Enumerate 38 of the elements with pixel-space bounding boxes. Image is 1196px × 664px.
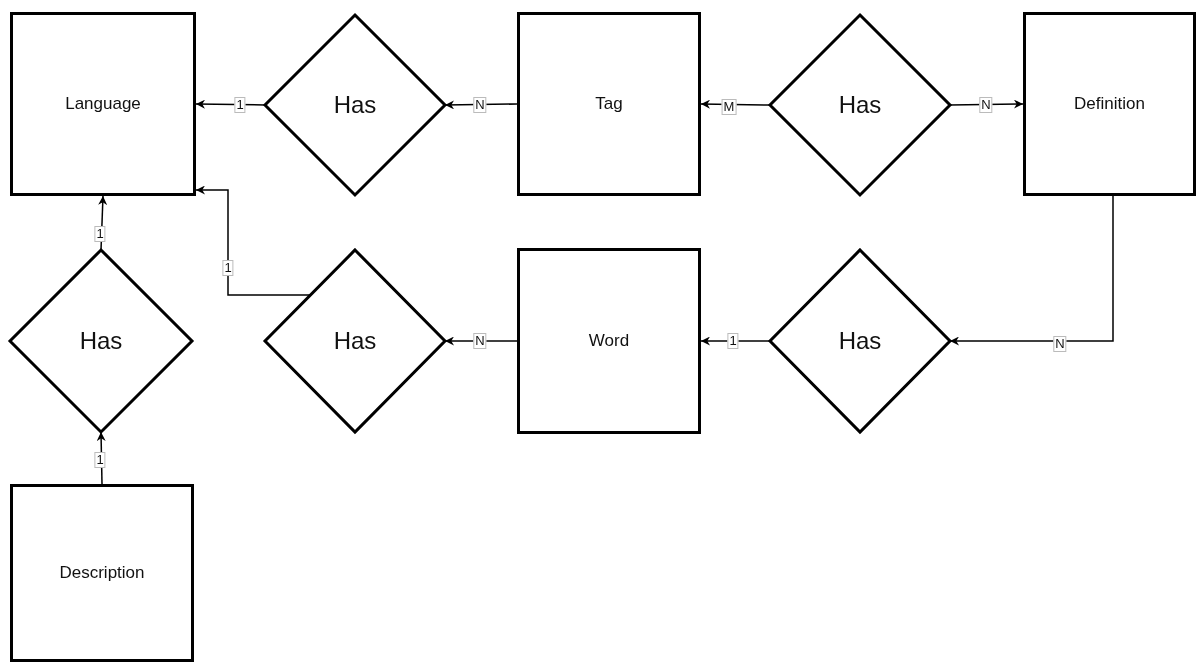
cardinality-label: 1 [94, 452, 106, 468]
connector-arrow [195, 185, 312, 296]
entity-box [10, 484, 194, 662]
relationship-diamond [265, 250, 445, 432]
relationship-diamond [770, 250, 950, 432]
entity-name: Definition [1074, 94, 1145, 114]
entity-box [517, 248, 701, 434]
cardinality-label: N [473, 333, 487, 349]
connector-arrow [96, 431, 106, 485]
entity-box [1023, 12, 1196, 196]
cardinality-label: 1 [94, 226, 106, 242]
relationship-diamond [770, 15, 950, 195]
entity-name: Tag [595, 94, 623, 114]
relationship-diamond [10, 250, 192, 432]
entity-name: Description [59, 563, 145, 583]
connector-arrow [700, 336, 771, 346]
cardinality-label: 1 [727, 333, 739, 349]
entity-box [517, 12, 701, 196]
connector-arrow [949, 99, 1024, 109]
relationship-name: Has [333, 327, 377, 355]
cardinality-label: N [979, 97, 993, 113]
cardinality-label: 1 [222, 260, 234, 276]
connector-arrow [444, 336, 518, 346]
connector-arrow [949, 195, 1114, 346]
cardinality-label: 1 [234, 97, 246, 113]
connector-arrow [195, 99, 266, 109]
relationship-name: Has [79, 327, 123, 355]
entity-name: Word [588, 331, 630, 351]
connector-arrow [98, 195, 108, 251]
entity-name: Language [65, 94, 141, 114]
relationship-diamond [265, 15, 445, 195]
entity-box [10, 12, 196, 196]
cardinality-label: N [473, 97, 487, 113]
cardinality-label: M [721, 99, 737, 115]
relationship-name: Has [838, 327, 882, 355]
relationship-name: Has [838, 91, 882, 119]
cardinality-label: N [1053, 336, 1067, 352]
relationship-name: Has [333, 91, 377, 119]
